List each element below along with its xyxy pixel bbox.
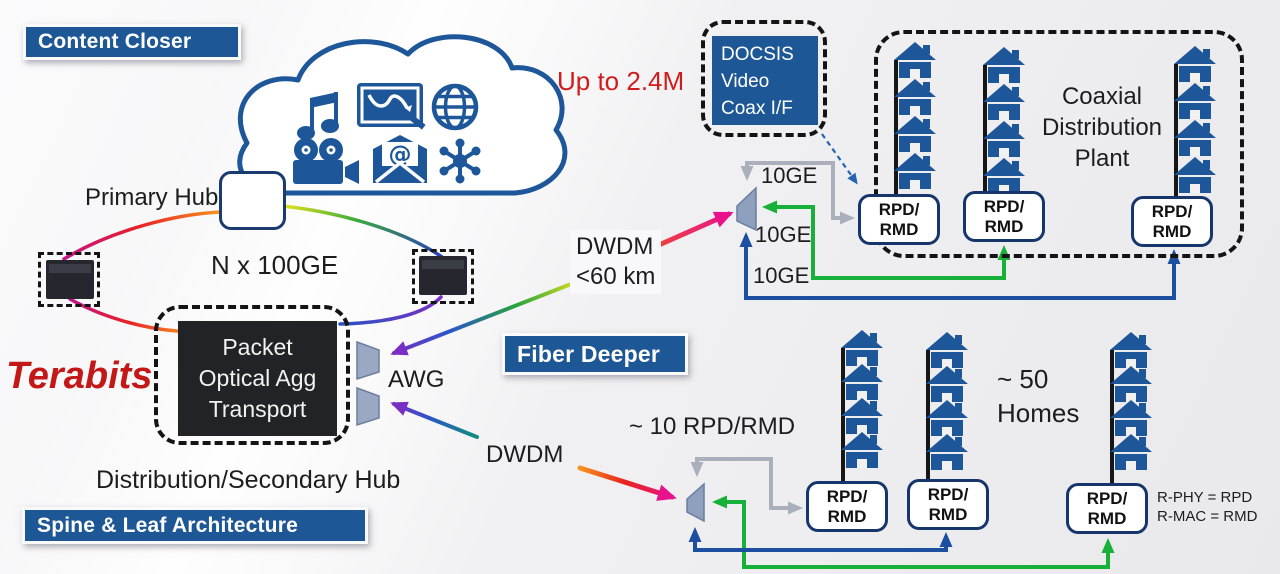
10ge-blue-line-top-b	[744, 249, 1181, 300]
dwdm-top-label: DWDM <60 km	[570, 230, 662, 294]
primary-hub-node	[219, 171, 286, 230]
packet-dashed-border	[154, 305, 350, 445]
svg-text:@: @	[389, 142, 412, 168]
dwdm-link-bottom-to-awg	[390, 401, 479, 439]
rpd-line: RMD	[827, 506, 867, 526]
legend-line: R-PHY = RPD	[1157, 489, 1253, 506]
whiteboard-pen-icon	[357, 83, 426, 130]
leaf-switch-left	[46, 260, 94, 299]
docsis-dashed-arrow	[821, 133, 858, 185]
music-note-icon	[297, 92, 339, 140]
plant-line: Distribution	[1041, 114, 1163, 141]
rpd-rmd-node: RPD/ RMD	[963, 191, 1045, 242]
leaf-switch-dashed-right	[412, 249, 474, 304]
rpd-line: RMD	[984, 216, 1024, 236]
docsis-line: Video	[721, 71, 770, 92]
plant-line: Coaxial	[1061, 83, 1143, 110]
gray-line-bottom-b	[737, 457, 803, 515]
packet-optical-box: Packet Optical Agg Transport	[178, 321, 337, 436]
capacity-label: Up to 2.4M	[557, 66, 685, 96]
docsis-box: DOCSIS Video Coax I/F	[712, 36, 818, 125]
legend-label: R-PHY = RPD R-MAC = RMD	[1157, 488, 1257, 526]
ring-arc-hub-to-right	[280, 204, 444, 259]
10ge-green-line-top-a	[762, 200, 815, 252]
homes-label: ~ 50 Homes	[997, 362, 1079, 430]
green-line-bottom-b	[734, 500, 1115, 569]
badge-label: Content Closer	[38, 30, 192, 53]
globe-icon	[431, 83, 479, 131]
rpd-line: RPD/	[983, 196, 1025, 216]
ring-capacity-label: N x 100GE	[211, 250, 339, 280]
legend-line: R-MAC = RMD	[1157, 508, 1258, 525]
badge-label: Fiber Deeper	[517, 340, 661, 367]
rpd-rmd-node: RPD/ RMD	[806, 481, 888, 532]
plant-line: Plant	[1074, 145, 1130, 172]
optical-splitter-icon	[686, 482, 705, 523]
rpd-rmd-node: RPD/ RMD	[1131, 196, 1213, 247]
rpd-rmd-node: RPD/ RMD	[907, 479, 989, 530]
ring-arc-hub-to-left	[62, 210, 223, 261]
rpd-line: RPD/	[1086, 488, 1128, 508]
tenge-label-3: 10GE	[753, 263, 810, 288]
email-at-icon: @	[373, 135, 427, 184]
tenge-label-2: 10GE	[755, 222, 812, 247]
video-camera-icon	[293, 138, 359, 184]
fiber-deeper-badge: Fiber Deeper	[502, 333, 688, 375]
awg-mux-icon	[356, 340, 380, 381]
dwdm-link-top-to-awg	[390, 277, 586, 356]
badge-label: Spine & Leaf Architecture	[37, 513, 298, 537]
rpd-line: RMD	[928, 504, 968, 524]
10ge-gray-line-top-a	[740, 161, 792, 181]
homes-line: Homes	[997, 398, 1080, 428]
gray-line-bottom-a	[690, 457, 737, 477]
homes-line: ~ 50	[997, 364, 1049, 394]
awg-label: AWG	[388, 366, 445, 393]
content-closer-badge: Content Closer	[23, 24, 241, 60]
blue-line-bottom-b	[693, 532, 953, 552]
node-count-label: ~ 10 RPD/RMD	[629, 413, 796, 440]
rpd-line: RPD/	[878, 199, 920, 219]
switch-panel	[422, 260, 464, 269]
secondary-hub-label: Distribution/Secondary Hub	[96, 466, 401, 494]
terabits-label: Terabits	[6, 355, 153, 397]
coax-plant-dashed-border	[874, 30, 1244, 258]
spine-leaf-badge: Spine & Leaf Architecture	[22, 507, 368, 544]
rpd-line: RPD/	[1151, 201, 1193, 221]
primary-hub-label: Primary Hub	[85, 184, 219, 211]
dwdm-line: <60 km	[576, 263, 656, 290]
leaf-switch-right	[419, 256, 467, 295]
rpd-rmd-node: RPD/ RMD	[858, 194, 940, 245]
rpd-line: RPD/	[927, 484, 969, 504]
docsis-line: DOCSIS	[721, 44, 794, 65]
packet-box-line: Transport	[208, 396, 307, 422]
rpd-rmd-node: RPD/ RMD	[1066, 483, 1148, 534]
docsis-dashed-border	[701, 20, 827, 137]
dwdm-link-bottom-to-splitter	[577, 465, 677, 501]
optical-splitter-icon	[736, 186, 757, 232]
packet-box-line: Optical Agg	[198, 365, 317, 391]
network-hub-icon	[439, 138, 481, 184]
tenge-label-1: 10GE	[761, 163, 818, 188]
rpd-line: RMD	[879, 219, 919, 239]
rpd-line: RMD	[1152, 221, 1192, 241]
dwdm-line: DWDM	[576, 233, 654, 260]
awg-mux-icon	[356, 386, 380, 427]
10ge-green-line-top-b	[811, 245, 1011, 280]
rpd-line: RPD/	[826, 486, 868, 506]
docsis-line: Coax I/F	[721, 98, 793, 119]
coax-plant-label: Coaxial Distribution Plant	[1018, 81, 1186, 174]
10ge-gray-line-top-b	[792, 161, 855, 225]
leaf-switch-dashed-left	[38, 252, 100, 307]
dwdm-bottom-label: DWDM	[486, 441, 564, 468]
rpd-line: RMD	[1087, 508, 1127, 528]
switch-panel	[49, 264, 91, 273]
packet-box-line: Packet	[222, 334, 293, 360]
